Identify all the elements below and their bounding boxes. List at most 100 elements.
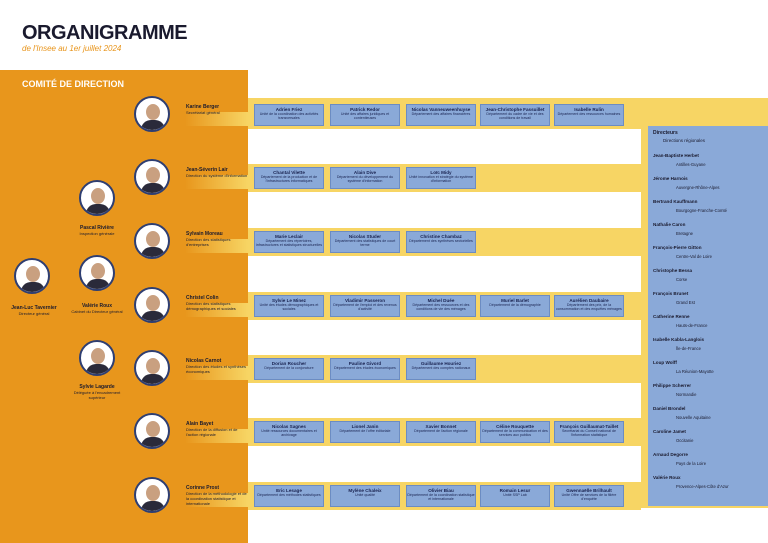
unit-role: Unité des affaires juridiques et content… — [340, 112, 390, 120]
director-regional-name: Nathalie Caron — [653, 222, 686, 227]
page-title: ORGANIGRAMME — [22, 22, 188, 44]
director-regional-name: Jean-Baptiste Herbet — [653, 153, 699, 158]
director-name: Jean-Séverin Lair — [186, 167, 228, 173]
unit-role: Département des études économiques — [334, 366, 396, 370]
directeurs-panel — [648, 126, 768, 506]
unit-role: Département des méthodes statistiques — [257, 493, 321, 497]
director-regional-region: Corse — [676, 277, 688, 282]
person-name: Pascal Rivière — [80, 225, 114, 231]
avatar — [134, 477, 170, 513]
director-name: Karine Berger — [186, 104, 220, 110]
director-regional-region: Grand Est — [676, 300, 695, 305]
unit-name: Muriel Barlet — [501, 298, 529, 303]
person-name: Sylvie Lagarde — [79, 384, 115, 390]
unit-name: Sylvie Le Minez — [272, 298, 306, 303]
director-regional-region: Centre-Val de Loire — [676, 254, 713, 259]
unit-role: Département de la conjoncture — [264, 366, 314, 370]
director-regional-name: Jérome Harnois — [653, 176, 688, 181]
unit-name: Aurélien Daubaire — [569, 298, 609, 303]
director-role: Direction des statistiques d'entreprises — [186, 237, 231, 247]
person-role: Inspection générale — [79, 231, 115, 236]
row-connector — [185, 175, 248, 189]
avatar — [134, 159, 170, 195]
director-name: Corinne Prost — [186, 485, 220, 491]
unit-name: Eric Lesage — [276, 488, 302, 493]
director-regional-name: Christophe Bessa — [653, 268, 693, 273]
unit-name: Loïc Midy — [430, 170, 452, 175]
unit-role: Département de la communication et des s… — [482, 429, 548, 437]
person-role: Cabinet du Directeur général — [71, 309, 123, 314]
director-role: Direction de la méthodologie et de la co… — [186, 491, 247, 506]
unit-role: Département de l'emploi et des revenus d… — [333, 303, 397, 311]
unit-name: Dorian Roucher — [271, 361, 307, 366]
unit-role: Secrétariat du Conseil national de l'inf… — [562, 429, 616, 437]
unit-role: Département de la démographie — [489, 303, 541, 307]
unit-name: Jean-Christophe Fassuillet — [485, 107, 545, 112]
director-regional-region: Hauts-de-France — [676, 323, 708, 328]
unit-name: Chantal Vilette — [273, 170, 305, 175]
unit-role: Unité de la coordination des activités t… — [259, 112, 319, 120]
unit-name: Marie Leclair — [274, 234, 304, 239]
unit-name: Olivier Biau — [428, 488, 454, 493]
unit-role: Département des synthèses sectorielles — [409, 239, 473, 243]
director-regional-name: Catherine Renne — [653, 314, 690, 319]
person-role: Déléguée à l'encadrement supérieur — [73, 390, 121, 400]
unit-name: Lionel Janin — [351, 424, 379, 429]
unit-name: Christine Chambaz — [420, 234, 462, 239]
avatar — [79, 255, 115, 291]
unit-name: Pauline Givord — [348, 361, 382, 366]
director-regional-region: Provence-Alpes-Côte d'Azur — [676, 484, 729, 489]
unit-role: Département de l'action régionale — [414, 429, 468, 433]
director-regional-name: François Brunet — [653, 291, 689, 296]
director-regional-name: Loup Wolff — [653, 360, 677, 365]
unit-role: Département du développement du système … — [336, 175, 394, 183]
unit-name: Xavier Bonnet — [425, 424, 457, 429]
unit-name: Vladimir Passeron — [344, 298, 386, 303]
comite-title: COMITÉ DE DIRECTION — [22, 79, 125, 89]
avatar — [79, 340, 115, 376]
director-role: Direction des études et synthèses économ… — [186, 364, 247, 374]
row-connector — [185, 303, 248, 317]
unit-name: Isabelle Rulin — [574, 107, 604, 112]
director-regional-region: Bourgogne-Franche-Comté — [676, 208, 727, 213]
director-regional-region: Antilles-Guyane — [676, 162, 706, 167]
avatar — [134, 223, 170, 259]
unit-role: Département des statistiques de court te… — [334, 239, 396, 247]
row-connector — [185, 239, 248, 253]
unit-name: Michel Duée — [427, 298, 455, 303]
director-regional-region: La Réunion-Mayotte — [676, 369, 714, 374]
unit-role: Département des comptes nationaux — [411, 366, 471, 370]
avatar — [134, 350, 170, 386]
row-connector — [185, 493, 248, 507]
director-regional-name: Philippe Scherrer — [653, 383, 692, 388]
row-connector — [185, 366, 248, 380]
director-regional-name: Bertrand Kauffmann — [653, 199, 698, 204]
unit-role: Département de la production et de l'inf… — [260, 175, 318, 183]
unit-name: François Guillaumat-Taillet — [559, 424, 619, 429]
row-connector — [185, 429, 248, 443]
avatar — [134, 287, 170, 323]
unit-role: Unité des études démographiques et socia… — [259, 303, 319, 311]
director-name: Christel Colin — [186, 295, 219, 301]
unit-name: Gwennaëlle Brilhault — [566, 488, 612, 493]
unit-role: Unité innovation et stratégie du système… — [409, 175, 473, 183]
director-regional-region: Île-de-France — [676, 346, 701, 351]
unit-role: Unité Offre de services de la filière d'… — [561, 493, 617, 501]
unit-role: Département des affaires financières — [411, 112, 471, 116]
unit-name: Nicolas Studer — [348, 234, 382, 239]
avatar — [134, 96, 170, 132]
unit-name: Nicolas Vanneuweenhuyse — [411, 107, 471, 112]
